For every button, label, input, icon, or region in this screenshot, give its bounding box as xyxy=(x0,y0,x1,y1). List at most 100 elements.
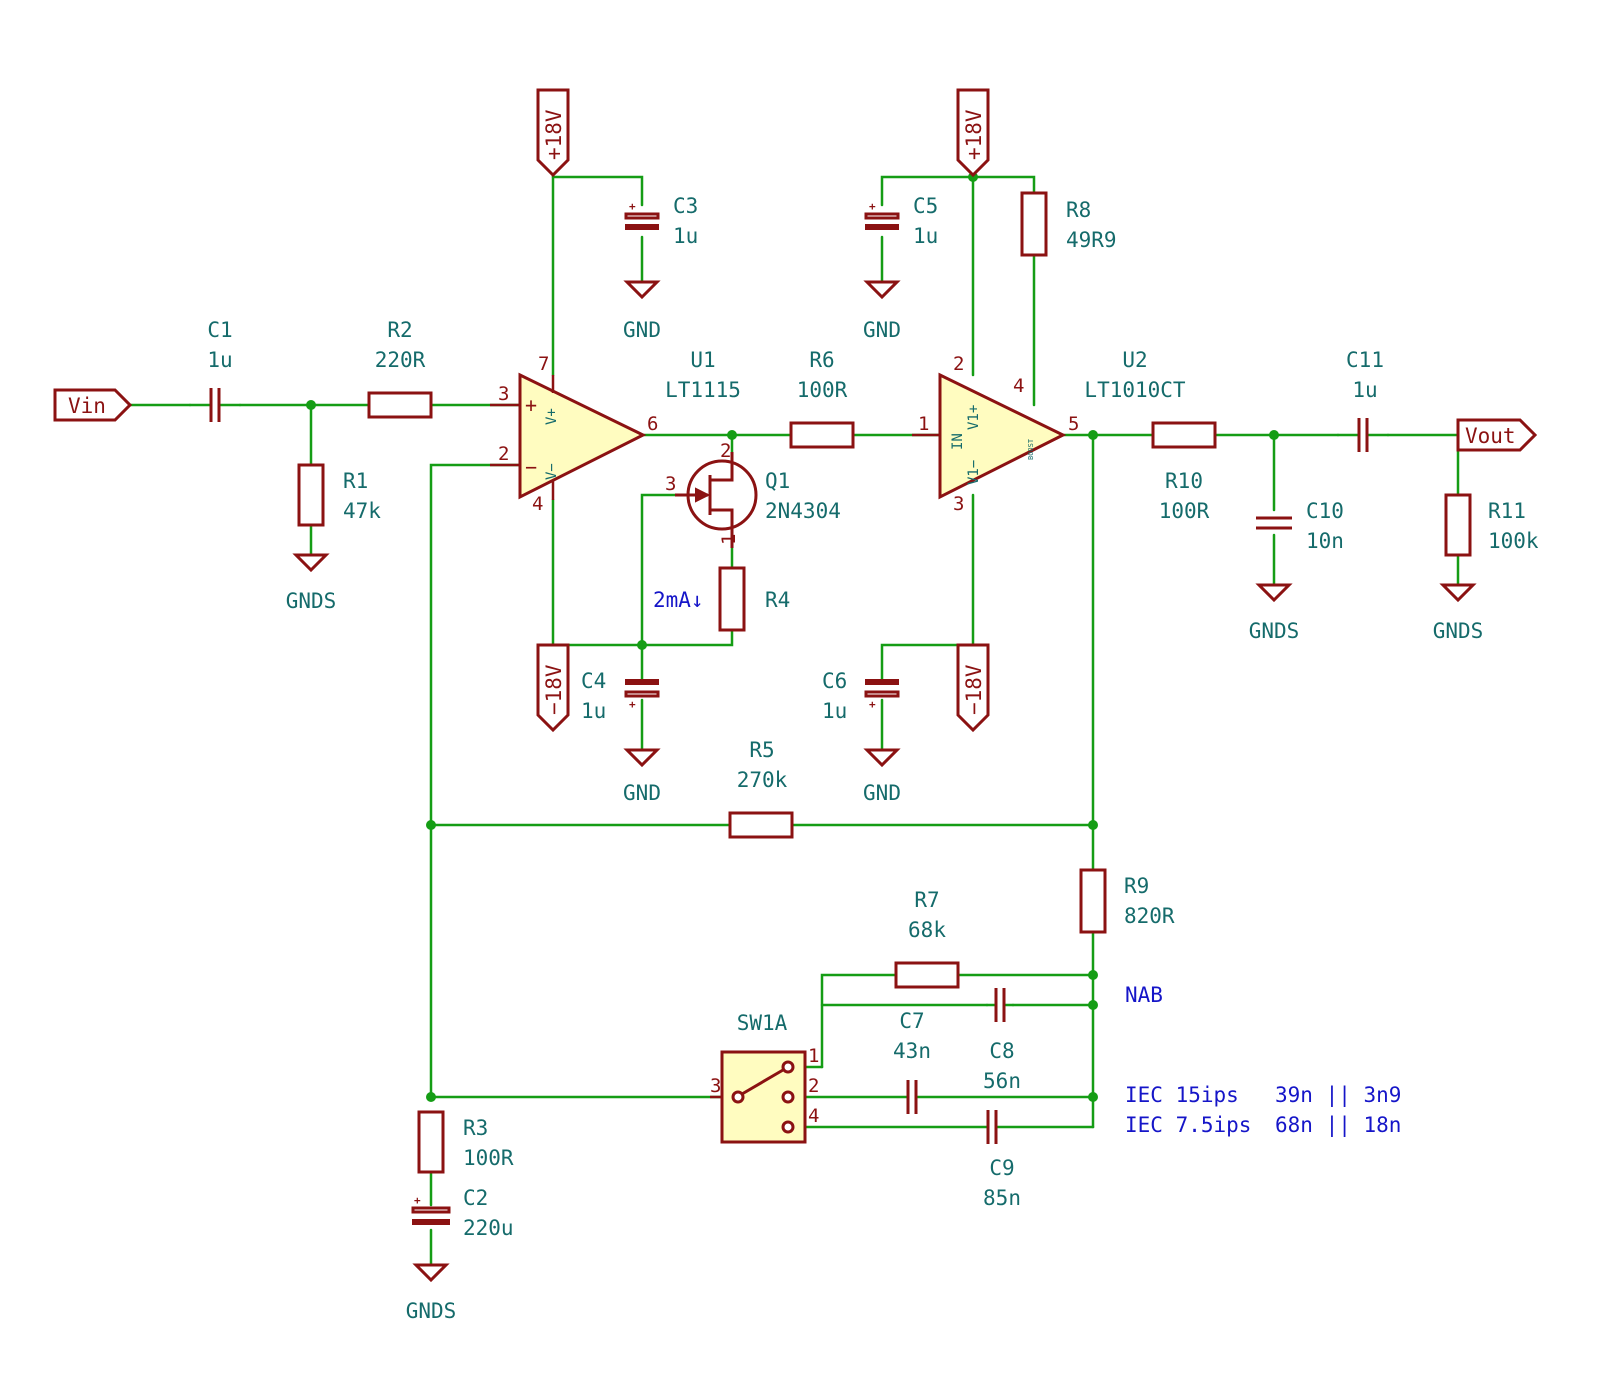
capacitor-c6[interactable]: + C6 1u xyxy=(822,669,900,723)
resistor-r11[interactable]: R11 100k xyxy=(1444,493,1539,557)
vout-label[interactable]: Vout xyxy=(1456,418,1538,452)
c4-value: 1u xyxy=(581,699,606,723)
r11-ref: R11 xyxy=(1488,499,1526,523)
ground-gnds-r11: GNDS xyxy=(1433,583,1484,643)
junctions xyxy=(306,172,1279,1102)
capacitor-c4[interactable]: + C4 1u xyxy=(581,669,660,723)
capacitor-c2[interactable]: + C2 220u xyxy=(411,1186,514,1240)
iec75-value: 68n || 18n xyxy=(1275,1113,1401,1138)
capacitor-c9[interactable]: C9 85n xyxy=(983,1110,1021,1210)
resistor-r4[interactable]: R4 xyxy=(718,566,790,632)
n18-text: −18V xyxy=(962,664,986,715)
capacitor-c7[interactable]: C7 43n xyxy=(893,988,1015,1063)
capacitor-c11[interactable]: C11 1u xyxy=(1336,348,1390,452)
sw1a-ref: SW1A xyxy=(737,1011,788,1035)
buffer-u2[interactable]: IN V1+ V1− BOOST 2 4 1 3 5 U2 LT1010CT xyxy=(912,348,1186,515)
u1-pin4: 4 xyxy=(532,493,543,515)
r8-ref: R8 xyxy=(1066,198,1091,222)
vin-label[interactable]: Vin xyxy=(53,388,133,422)
wires xyxy=(126,173,1460,1267)
gnds-text: GNDS xyxy=(406,1299,457,1323)
c8-ref: C8 xyxy=(989,1039,1014,1063)
svg-text:+: + xyxy=(869,200,876,213)
iec15-value: 39n || 3n9 xyxy=(1275,1083,1401,1108)
ground-gnd-c5: GND xyxy=(863,280,901,342)
q1-ref: Q1 xyxy=(765,469,790,493)
svg-text:+: + xyxy=(629,200,636,213)
capacitor-c5[interactable]: + C5 1u xyxy=(864,194,938,248)
r1-ref: R1 xyxy=(343,469,368,493)
c4-ref: C4 xyxy=(581,669,606,693)
u2-boost: BOOST xyxy=(1027,438,1035,460)
r11-value: 100k xyxy=(1488,529,1539,553)
u1-vplus: V+ xyxy=(544,408,560,425)
sw-pin4: 4 xyxy=(808,1105,819,1127)
jfet-q1[interactable]: 2 3 1 Q1 2N4304 xyxy=(665,440,841,548)
u1-pin3: 3 xyxy=(498,383,509,405)
r2-value: 220R xyxy=(375,348,426,372)
c9-value: 85n xyxy=(983,1186,1021,1210)
junction-dot xyxy=(1088,1000,1098,1010)
power-p18-u1: +18V xyxy=(536,88,570,178)
resistor-r7[interactable]: R7 68k xyxy=(894,888,960,989)
resistor-r5[interactable]: R5 270k xyxy=(728,738,794,839)
u2-pin5: 5 xyxy=(1068,413,1079,435)
capacitor-c10[interactable]: C10 10n xyxy=(1256,499,1344,553)
r5-ref: R5 xyxy=(749,738,774,762)
junction-dot xyxy=(426,820,436,830)
junction-dot xyxy=(1088,430,1098,440)
resistor-r1[interactable]: R1 47k xyxy=(297,463,381,527)
r4-ref: R4 xyxy=(765,588,790,612)
u2-ref: U2 xyxy=(1122,348,1147,372)
junction-dot xyxy=(426,1092,436,1102)
gnd-text: GND xyxy=(623,318,661,342)
q1-pin3: 3 xyxy=(665,473,676,495)
c5-ref: C5 xyxy=(913,194,938,218)
r1-value: 47k xyxy=(343,499,381,523)
resistor-r8[interactable]: R8 49R9 xyxy=(1020,191,1117,257)
u2-v1minus: V1− xyxy=(966,460,982,485)
capacitor-c8[interactable]: C8 56n xyxy=(906,1039,1021,1114)
switch-sw1a[interactable]: 1 2 3 4 SW1A xyxy=(710,1011,819,1144)
wire-u1-inv xyxy=(429,463,522,1099)
capacitor-c3[interactable]: + C3 1u xyxy=(624,194,698,248)
c9-ref: C9 xyxy=(989,1156,1014,1180)
c1-ref: C1 xyxy=(207,318,232,342)
q1-pin1: 1 xyxy=(718,534,740,545)
svg-text:+: + xyxy=(869,698,876,711)
u2-value: LT1010CT xyxy=(1084,378,1186,402)
r7-ref: R7 xyxy=(914,888,939,912)
junction-dot xyxy=(306,400,316,410)
ground-gnd-c3: GND xyxy=(623,280,661,342)
resistor-r10[interactable]: R10 100R xyxy=(1151,421,1217,523)
q1-value: 2N4304 xyxy=(765,499,841,523)
r6-value: 100R xyxy=(797,378,848,402)
p18-text: +18V xyxy=(542,109,566,160)
resistor-r2[interactable]: R2 220R xyxy=(367,318,433,419)
svg-text:+: + xyxy=(629,698,636,711)
c6-ref: C6 xyxy=(822,669,847,693)
r2-ref: R2 xyxy=(387,318,412,342)
resistor-r9[interactable]: R9 820R xyxy=(1079,868,1175,934)
r6-ref: R6 xyxy=(809,348,834,372)
junction-dot xyxy=(1269,430,1279,440)
junction-dot xyxy=(1088,970,1098,980)
p18-text: +18V xyxy=(962,109,986,160)
opamp-u1[interactable]: + − V+ V− 7 3 2 4 6 U1 LT1115 xyxy=(490,348,741,515)
u1-ref: U1 xyxy=(690,348,715,372)
wire-r7 xyxy=(820,973,898,1069)
u1-plus-sign: + xyxy=(525,393,537,417)
u1-pin7: 7 xyxy=(538,353,549,375)
u2-pin3: 3 xyxy=(953,493,964,515)
power-n18-u1: −18V xyxy=(536,643,570,733)
gnds-text: GNDS xyxy=(1249,619,1300,643)
gnds-text: GNDS xyxy=(1433,619,1484,643)
capacitor-c1[interactable]: C1 1u xyxy=(188,318,242,422)
ground-gnd-c4: GND xyxy=(623,748,661,805)
junction-dot xyxy=(1088,1092,1098,1102)
gnd-text: GND xyxy=(623,781,661,805)
sw-pin2: 2 xyxy=(808,1075,819,1097)
resistor-r6[interactable]: R6 100R xyxy=(789,348,855,449)
resistor-r3[interactable]: R3 100R xyxy=(417,1110,514,1174)
